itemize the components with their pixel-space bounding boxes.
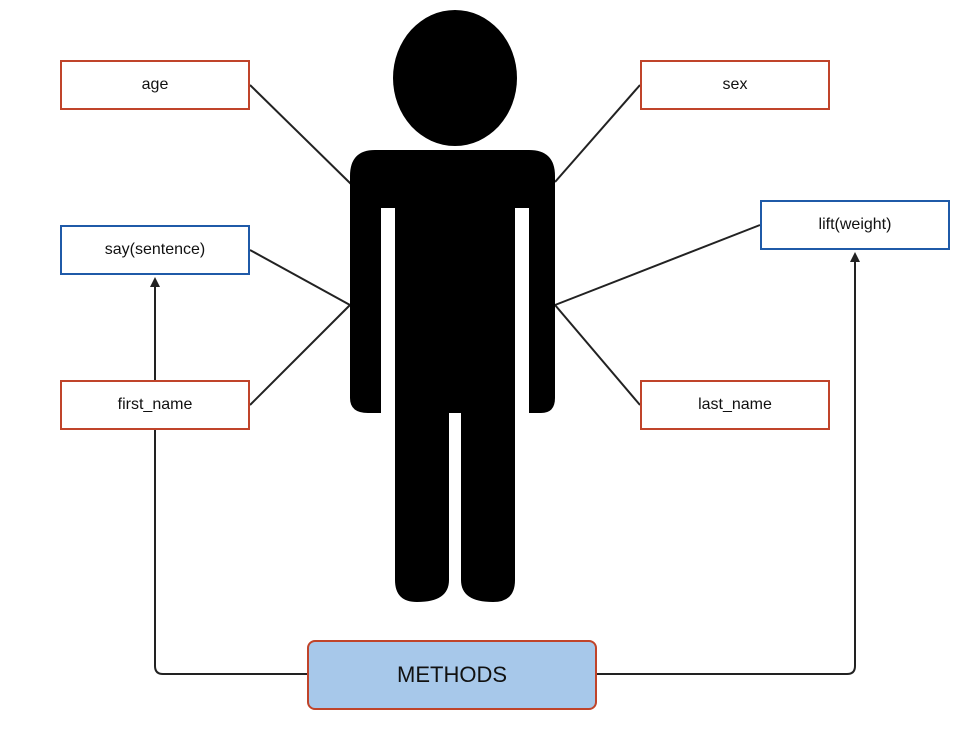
method-arrows — [150, 252, 860, 675]
connector-age — [249, 84, 353, 186]
method-box-say: say(sentence) — [60, 225, 250, 275]
connector-lift — [554, 224, 761, 306]
connector-first-name — [249, 304, 351, 406]
attribute-box-sex: sex — [640, 60, 830, 110]
connector-sex — [554, 84, 641, 183]
method-label-lift: lift(weight) — [818, 216, 892, 233]
attribute-label-sex: sex — [722, 76, 748, 93]
connector-say — [249, 249, 351, 306]
connector-lines — [249, 84, 761, 406]
attribute-box-first-name: first_name — [60, 380, 250, 430]
method-label-say: say(sentence) — [104, 241, 206, 258]
attribute-label-age: age — [141, 76, 169, 93]
connector-last-name — [554, 304, 641, 406]
attribute-box-last-name: last_name — [640, 380, 830, 430]
arrow-to-lift — [597, 252, 860, 675]
arrow-to-say — [150, 277, 307, 675]
attribute-box-age: age — [60, 60, 250, 110]
person-icon — [350, 10, 555, 602]
method-box-lift: lift(weight) — [760, 200, 950, 250]
methods-box: METHODS — [307, 640, 597, 710]
methods-label: METHODS — [397, 662, 507, 687]
attribute-label-last-name: last_name — [698, 396, 772, 413]
attribute-label-first-name: first_name — [117, 396, 193, 413]
